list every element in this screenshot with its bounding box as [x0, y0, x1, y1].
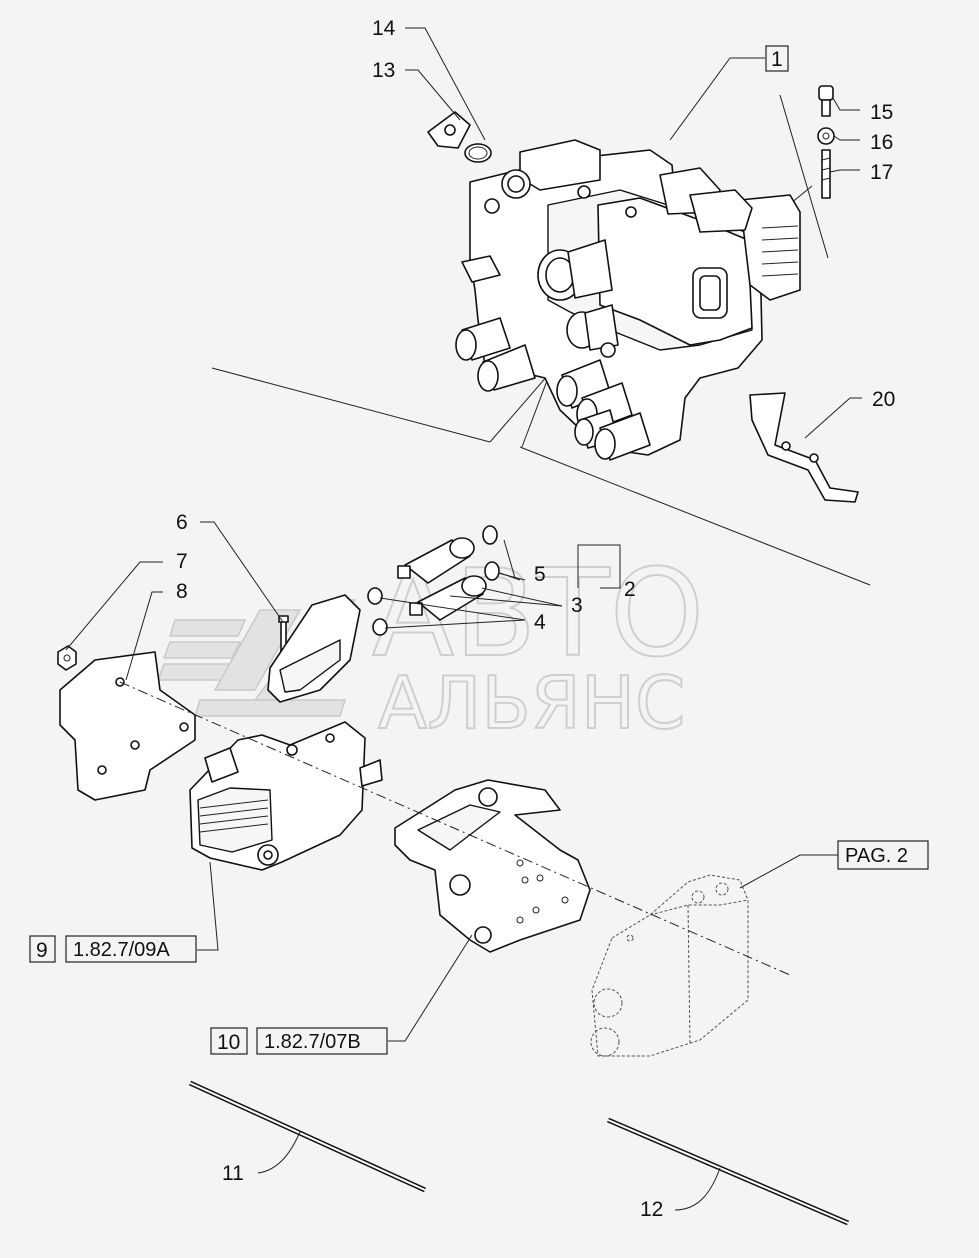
watermark-line2: АЛЬЯНС — [378, 661, 685, 745]
stud-17 — [821, 149, 831, 199]
o-rings-3-4-5 — [367, 525, 500, 636]
label-10-box — [210, 1027, 248, 1055]
label-20: 20 — [872, 388, 895, 411]
valve-section-10 — [394, 779, 591, 953]
label-5: 5 — [534, 563, 546, 586]
end-plate-8 — [59, 651, 196, 801]
pag-ref: PAG. 2 — [845, 845, 908, 867]
label-12: 12 — [640, 1198, 663, 1221]
label-11: 11 — [222, 1162, 244, 1185]
pag-box — [837, 840, 929, 870]
bolt-15 — [818, 85, 834, 117]
label-17: 17 — [870, 161, 893, 184]
label-6: 6 — [176, 511, 188, 534]
washer-16 — [817, 127, 835, 145]
label-2: 2 — [624, 578, 636, 601]
control-valve-assembly — [455, 139, 801, 461]
ref-10-box — [256, 1027, 388, 1055]
ref-9-box — [65, 935, 197, 963]
label-3: 3 — [571, 594, 583, 617]
label-9: 9 — [36, 939, 48, 962]
bracket-20 — [749, 392, 859, 503]
solenoid-cartridges-2 — [397, 537, 487, 621]
fitting-13 — [427, 111, 471, 149]
label-8: 8 — [176, 580, 188, 603]
ref-9: 1.82.7/09A — [73, 939, 170, 961]
leader-lines — [65, 27, 862, 1211]
tie-rod-12 — [607, 1117, 849, 1226]
label-1-box — [765, 45, 789, 72]
ghost-valve-section — [590, 874, 749, 1057]
label-9-box — [29, 935, 56, 963]
assembly-axis — [119, 681, 791, 976]
valve-section-9 — [189, 721, 383, 871]
part-number-labels: 14 13 1 15 16 17 20 6 7 8 5 2 3 4 9 1.82… — [29, 17, 929, 1221]
label-13: 13 — [372, 59, 395, 82]
nut-7 — [57, 645, 77, 671]
o-ring-14 — [464, 143, 492, 163]
label-4: 4 — [534, 611, 546, 634]
ref-10: 1.82.7/07B — [264, 1031, 361, 1053]
reference-lines — [211, 94, 871, 586]
label-16: 16 — [870, 131, 893, 154]
cover-bracket — [267, 594, 361, 703]
label-10: 10 — [217, 1031, 240, 1054]
label-7: 7 — [176, 550, 188, 573]
label-15: 15 — [870, 101, 893, 124]
label-14: 14 — [372, 17, 396, 40]
label-1: 1 — [771, 48, 783, 71]
tie-rod-11 — [188, 1080, 427, 1193]
